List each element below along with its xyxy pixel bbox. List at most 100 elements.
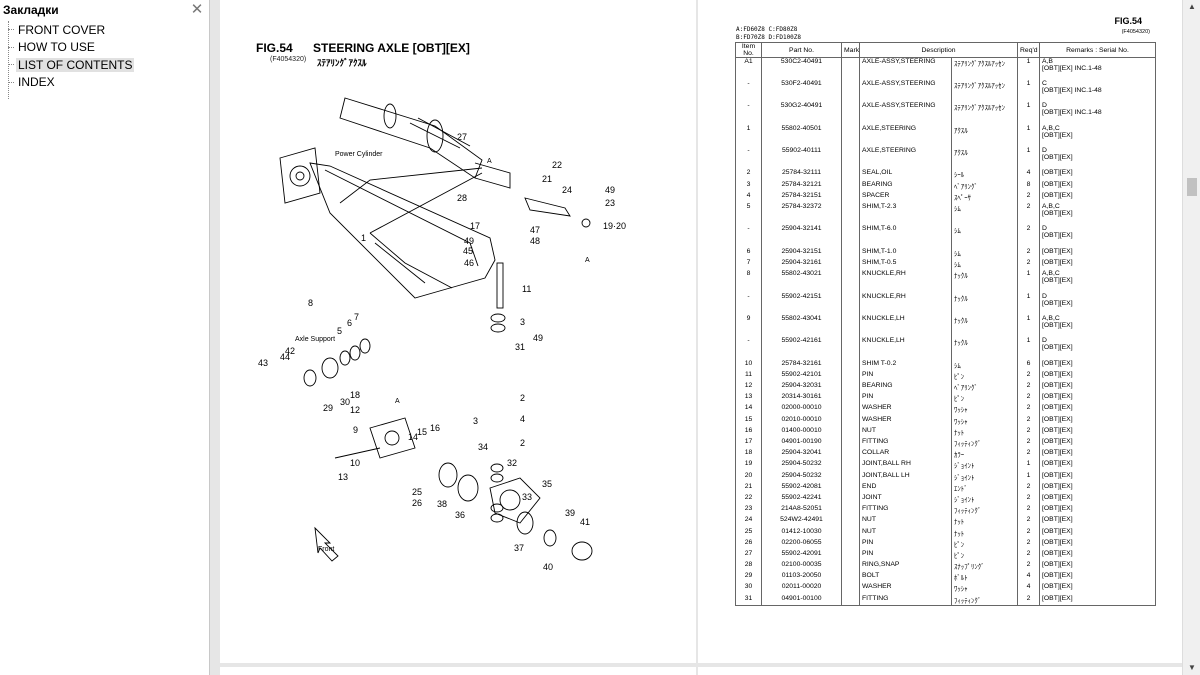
cell-mark <box>841 594 860 607</box>
cell-description: NUT <box>859 516 952 528</box>
cell-description-jp: ﾅｯｸﾙ <box>951 314 1018 338</box>
cell-part-no: 530C2-40491 <box>761 57 842 80</box>
bookmark-how-to-use[interactable]: HOW TO USE <box>8 39 209 57</box>
callout: 42 <box>285 346 295 356</box>
cell-description: END <box>859 482 952 494</box>
callout: A <box>585 257 590 264</box>
callout: 11 <box>522 284 531 294</box>
cell-mark <box>841 415 860 427</box>
cell-remarks: [OBT][EX] <box>1039 191 1156 204</box>
cell-remarks: A,B,C[OBT][EX] <box>1039 270 1156 293</box>
cell-remarks: [OBT][EX] <box>1039 482 1156 494</box>
cell-part-no: 25784-32372 <box>761 203 842 226</box>
remarks-line: [OBT][EX] <box>1042 493 1073 501</box>
cell-mark <box>841 247 860 259</box>
callout: 32 <box>507 458 517 468</box>
callout: 7 <box>354 312 359 322</box>
cell-item-no: 28 <box>735 561 762 573</box>
callout: 44 <box>280 352 290 362</box>
cell-reqd: 1 <box>1017 460 1040 472</box>
cell-part-no: 25904-32031 <box>761 382 842 394</box>
scroll-up-icon[interactable]: ▲ <box>1188 2 1196 11</box>
cell-reqd: 4 <box>1017 572 1040 584</box>
scroll-thumb[interactable] <box>1187 178 1197 196</box>
close-icon[interactable]: ✕ <box>190 1 204 18</box>
cell-item-no: 18 <box>735 449 762 461</box>
callout: 17 <box>470 221 480 231</box>
col-description: Description <box>859 42 1018 58</box>
cell-description: NUT <box>859 527 952 539</box>
cell-part-no: 25904-32141 <box>761 225 842 248</box>
cell-description-jp: ﾍﾞｱﾘﾝｸﾞ <box>951 382 1018 394</box>
bookmark-list-of-contents[interactable]: LIST OF CONTENTS <box>8 56 209 74</box>
cell-reqd: 2 <box>1017 493 1040 506</box>
bookmarks-title: Закладки <box>3 3 59 17</box>
remarks-line: D <box>1042 147 1047 155</box>
cell-mark <box>841 314 860 338</box>
col-mark: Mark <box>841 42 860 58</box>
cell-reqd: 1 <box>1017 57 1040 80</box>
cell-reqd: 2 <box>1017 225 1040 248</box>
cell-part-no: 02010-00010 <box>761 415 842 427</box>
cell-part-no: 55802-43041 <box>761 314 842 338</box>
remarks-line: [OBT][EX] <box>1042 370 1073 378</box>
cell-reqd: 1 <box>1017 337 1040 360</box>
cell-remarks: [OBT][EX] <box>1039 370 1156 383</box>
cell-item-no: 9 <box>735 314 762 338</box>
vertical-scrollbar[interactable]: ▲ ▼ <box>1182 0 1200 675</box>
remarks-line: [OBT][EX] <box>1042 191 1073 199</box>
cell-item-no: 10 <box>735 359 762 371</box>
cell-remarks: [OBT][EX] <box>1039 572 1156 584</box>
callout: 13 <box>338 472 348 482</box>
cell-description: SHIM,T-0.5 <box>859 258 952 271</box>
cell-part-no: 25784-32161 <box>761 359 842 371</box>
cell-remarks: [OBT][EX] <box>1039 460 1156 472</box>
document-view[interactable]: FIG.54 STEERING AXLE [OBT][EX] (F4054320… <box>210 0 1182 675</box>
cell-part-no: 25904-32161 <box>761 258 842 271</box>
model-codes: A:FD60Z8 C:FD80Z8 B:FD70Z8 D:FD100Z8 <box>736 26 801 42</box>
callout: 10 <box>350 458 360 468</box>
cell-part-no: 04901-00100 <box>761 594 842 607</box>
remarks-line: A,B <box>1042 58 1053 65</box>
callout: 43 <box>258 358 268 368</box>
cell-mark <box>841 169 860 181</box>
cell-description-jp: ﾜｯｼｬ <box>951 583 1018 595</box>
cell-part-no: 25784-32111 <box>761 169 842 181</box>
cell-mark <box>841 527 860 539</box>
cell-description: BEARING <box>859 180 952 192</box>
cell-description-jp: ﾋﾟﾝ <box>951 538 1018 550</box>
next-page-right <box>698 667 1182 675</box>
cell-item-no: 20 <box>735 471 762 483</box>
cell-description-jp: ﾅｯｸﾙ <box>951 270 1018 293</box>
cell-part-no: 01103-20050 <box>761 572 842 584</box>
bookmark-index[interactable]: INDEX <box>8 74 209 92</box>
cell-description: AXLE,STEERING <box>859 124 952 148</box>
cell-reqd: 2 <box>1017 415 1040 427</box>
cell-item-no: 1 <box>735 124 762 148</box>
remarks-line: [OBT][EX] <box>1042 247 1073 255</box>
cell-remarks: [OBT][EX] <box>1039 247 1156 259</box>
callout: 9 <box>353 425 358 435</box>
cell-description-jp: ｱｸｽﾙ <box>951 124 1018 148</box>
cell-reqd: 2 <box>1017 538 1040 550</box>
cell-mark <box>841 538 860 550</box>
cell-mark <box>841 583 860 595</box>
callout: 29 <box>323 403 333 413</box>
scroll-down-icon[interactable]: ▼ <box>1188 663 1196 672</box>
bookmark-front-cover[interactable]: FRONT COVER <box>8 21 209 39</box>
cell-description-jp: ｼﾞｮｲﾝﾄ <box>951 493 1018 506</box>
callout: A <box>395 398 400 405</box>
remarks-line: [OBT][EX] <box>1042 516 1073 524</box>
cell-description-jp: ｼﾞｮｲﾝﾄ <box>951 471 1018 483</box>
cell-reqd: 2 <box>1017 404 1040 416</box>
